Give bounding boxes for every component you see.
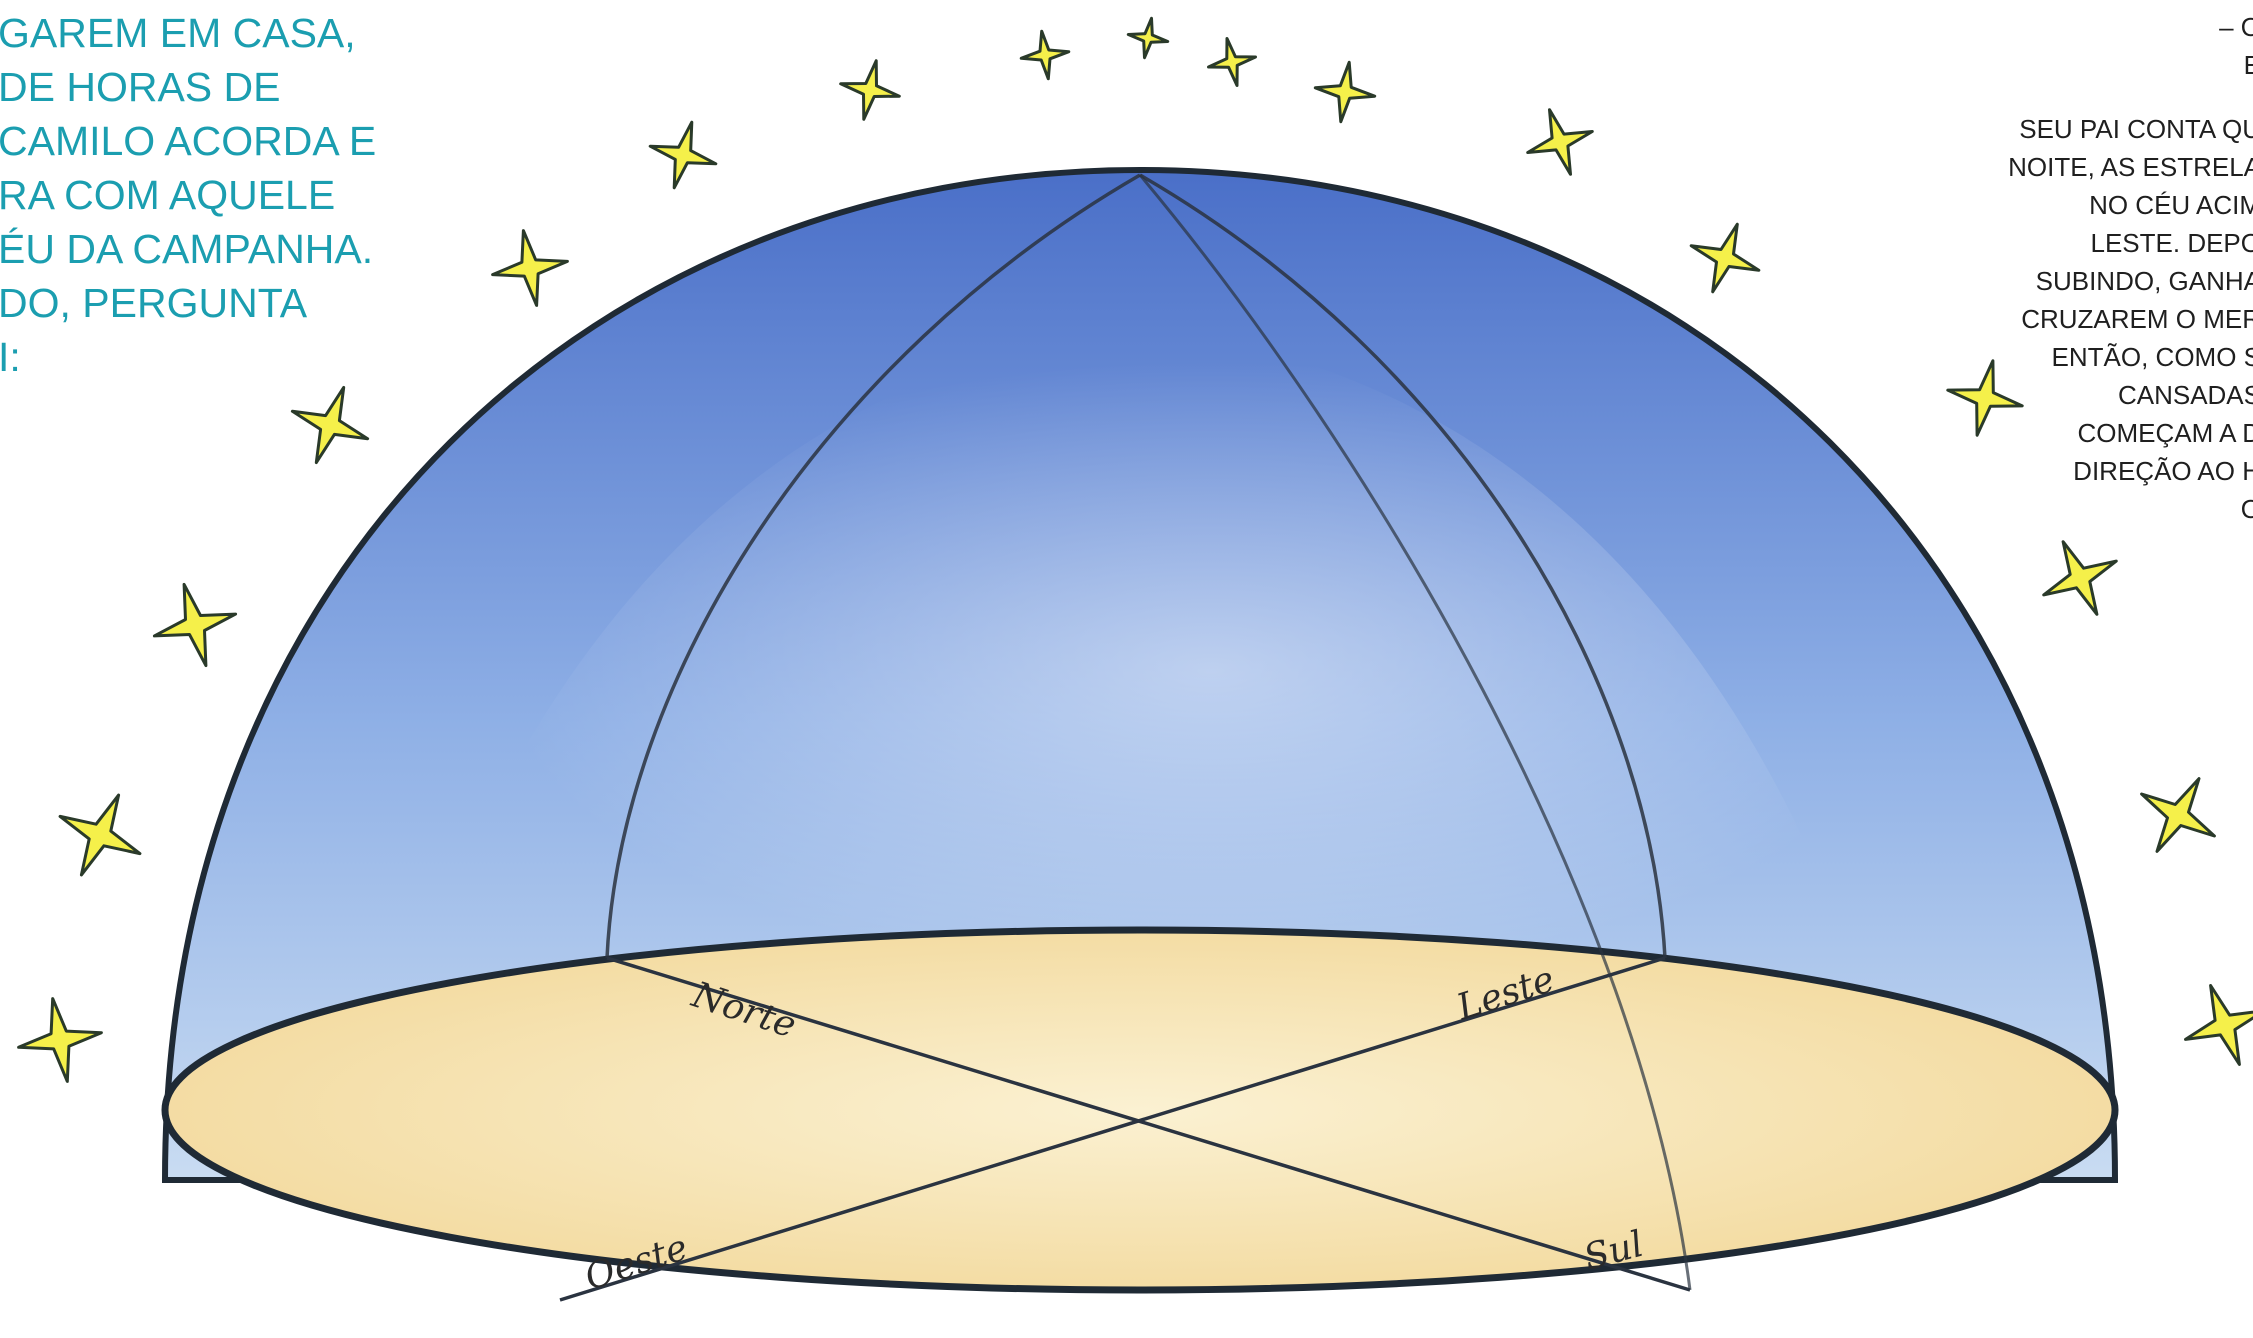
star-icon xyxy=(1691,224,1759,292)
star-icon xyxy=(1021,31,1069,79)
star-icon xyxy=(1315,62,1374,121)
star-icon xyxy=(1128,18,1167,57)
star-icon xyxy=(19,999,102,1082)
star-icon xyxy=(2044,542,2117,615)
star-icon xyxy=(841,61,900,120)
star-icon xyxy=(2186,986,2253,1065)
star-icon xyxy=(1948,361,2022,435)
star-icon xyxy=(1528,110,1593,175)
star-icon xyxy=(60,795,140,875)
star-icon xyxy=(650,122,716,188)
star-icon xyxy=(154,584,235,665)
star-icon xyxy=(2142,779,2215,852)
star-icon xyxy=(493,231,568,306)
horizon-plane xyxy=(165,930,2115,1290)
star-icon xyxy=(1209,39,1256,86)
star-icon xyxy=(292,387,367,462)
